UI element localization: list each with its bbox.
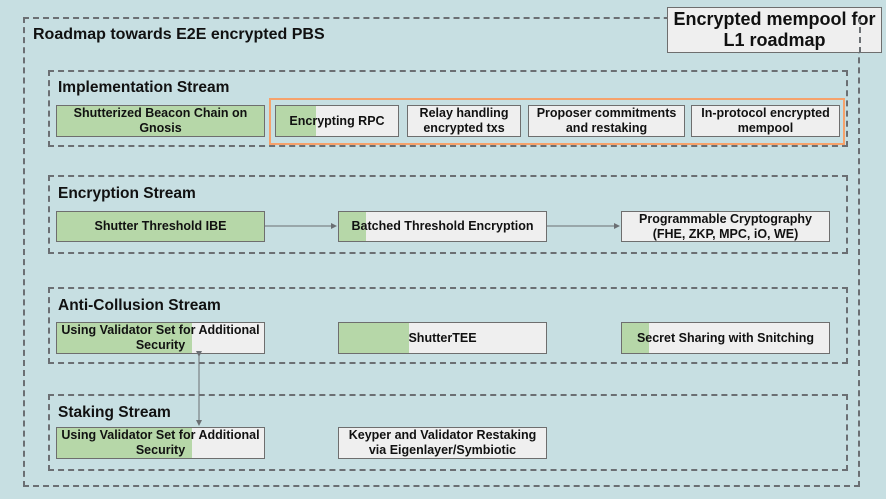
progress-fill [339,212,366,241]
node-label: Shutterized Beacon Chain on Gnosis [73,106,248,135]
staking-stream-title: Staking Stream [58,404,171,421]
node-validator-set-security[interactable]: Using Validator Set for Additional Secur… [56,322,265,354]
progress-fill [57,212,264,241]
node-label: Programmable Cryptography (FHE, ZKP, MPC… [639,211,812,241]
node-label: Shutter Threshold IBE [94,219,227,233]
node-label: Proposer commitments and restaking [536,106,677,135]
progress-fill [57,106,264,136]
badge-line-1: Encrypted mempool for [673,9,876,29]
anti-collusion-stream-title: Anti-Collusion Stream [58,297,221,314]
node-label: Using Validator Set for Additional Secur… [61,323,260,352]
roadmap-container [23,17,860,487]
anti-collusion-stream [48,287,848,364]
badge-line-2: L1 roadmap [723,30,826,50]
node-label: Relay handling encrypted txs [419,106,509,135]
node-relay-handling[interactable]: Relay handling encrypted txs [407,105,521,137]
node-secret-sharing[interactable]: Secret Sharing with Snitching [621,322,830,354]
progress-fill [622,323,649,353]
node-validator-set-security-staking[interactable]: Using Validator Set for Additional Secur… [56,427,265,459]
node-batched-threshold-encryption[interactable]: Batched Threshold Encryption [338,211,547,242]
node-label: In-protocol encrypted mempool [701,106,830,135]
l1-roadmap-highlight [269,98,845,145]
node-label: ShutterTEE [408,330,477,345]
progress-fill [57,428,192,458]
node-label: Using Validator Set for Additional Secur… [61,428,260,457]
node-in-protocol-mempool[interactable]: In-protocol encrypted mempool [691,105,840,137]
node-shutter-tee[interactable]: ShutterTEE [338,322,547,354]
progress-fill [57,323,192,353]
progress-fill [276,106,317,136]
node-label: Keyper and Validator Restaking via Eigen… [348,428,537,457]
node-keyper-validator-restaking[interactable]: Keyper and Validator Restaking via Eigen… [338,427,547,459]
node-encrypting-rpc[interactable]: Encrypting RPC [275,105,399,137]
roadmap-title: Roadmap towards E2E encrypted PBS [33,26,325,43]
encryption-stream-title: Encryption Stream [58,185,196,202]
node-shutterized-beacon-chain[interactable]: Shutterized Beacon Chain on Gnosis [56,105,265,137]
implementation-stream [48,70,848,147]
node-label: Encrypting RPC [289,113,385,128]
node-proposer-commitments[interactable]: Proposer commitments and restaking [528,105,685,137]
implementation-stream-title: Implementation Stream [58,79,230,96]
node-shutter-threshold-ibe[interactable]: Shutter Threshold IBE [56,211,265,242]
node-label: Secret Sharing with Snitching [636,330,815,345]
node-label: Batched Threshold Encryption [351,219,534,233]
staking-stream [48,394,848,471]
progress-fill [339,323,410,353]
encryption-stream [48,175,848,254]
node-programmable-cryptography[interactable]: Programmable Cryptography (FHE, ZKP, MPC… [621,211,830,242]
